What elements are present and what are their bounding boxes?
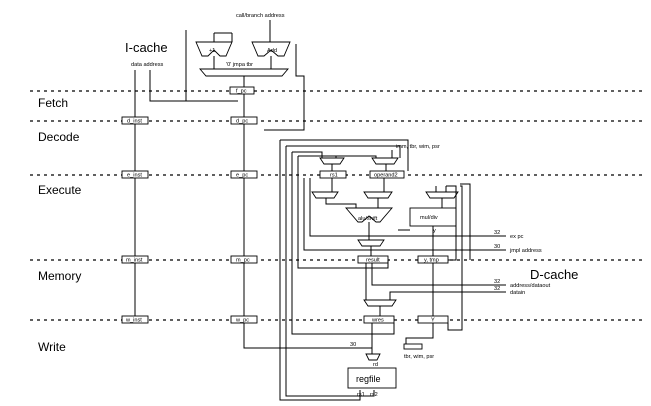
wire — [292, 151, 323, 158]
wire — [325, 198, 379, 208]
wire — [285, 146, 375, 397]
reg-operand2 — [369, 170, 405, 179]
jmpl-label: jmpl address — [509, 248, 542, 254]
write-width: 30 — [350, 342, 356, 348]
dcache-title: D-cache — [530, 267, 578, 282]
reg-e-pc-label: e_pc — [236, 173, 248, 179]
wire — [371, 263, 506, 286]
wire — [149, 70, 186, 102]
datain-label: datain — [510, 290, 525, 296]
address-width: 32 — [494, 279, 500, 285]
adder-add — [251, 41, 291, 57]
icache-title: I-cache — [125, 40, 168, 55]
fetch-mux — [199, 68, 289, 77]
fetch-mux-inputs: '0' jmpa tbr — [226, 62, 253, 68]
wire — [331, 164, 387, 171]
mux-alu-b — [363, 191, 393, 199]
reg-d-pc-label: d_pc — [236, 119, 248, 125]
mul-div-y-label: y — [433, 228, 436, 234]
wire — [297, 156, 389, 269]
data-address-label: data address — [131, 62, 164, 68]
wire — [213, 32, 233, 42]
stage-label-execute: Execute — [38, 183, 82, 197]
regfile-rs1-label: rs1 — [357, 392, 365, 398]
reg-wres-label: wres — [371, 318, 384, 324]
wire — [280, 139, 409, 171]
reg-y-tmp-label: y, tmp — [424, 258, 439, 264]
mul-div-label: mul/div — [420, 215, 438, 221]
reg-w-pc — [230, 315, 258, 324]
reg-rs1 — [319, 170, 347, 179]
wire — [279, 140, 361, 401]
wire — [447, 185, 463, 331]
wire — [432, 198, 443, 256]
call-branch-label: call/branch address — [236, 13, 285, 19]
reg-f-pc — [229, 86, 255, 95]
wire — [213, 56, 272, 69]
special-regs — [403, 343, 423, 350]
reg-m-pc-label: m_pc — [236, 258, 250, 264]
stage-label-write: Write — [38, 340, 66, 354]
alu-shift-label: alu/shift — [358, 216, 378, 222]
mux-alu-out — [357, 239, 385, 247]
datain-width: 32 — [494, 286, 500, 292]
reg-f-pc-label: f_pc — [236, 89, 247, 95]
special-regs-label: tbr, wim, psr — [404, 354, 434, 360]
regfile — [347, 367, 397, 389]
stage-label-memory: Memory — [38, 269, 81, 283]
wire — [291, 152, 395, 335]
reg-operand2-label: operand2 — [374, 173, 398, 179]
reg-e-inst — [121, 170, 149, 179]
reg-m-inst — [121, 255, 149, 264]
mux-muldiv — [425, 191, 459, 199]
stage-label-fetch: Fetch — [38, 96, 68, 110]
reg-e-pc — [230, 170, 258, 179]
stage-label-decode: Decode — [38, 130, 80, 144]
alu-shift — [345, 207, 393, 223]
wire — [309, 178, 506, 237]
reg-rs1-label: rs1 — [330, 173, 338, 179]
mux-rd — [365, 353, 381, 361]
reg-y-write-label: Y — [431, 318, 435, 324]
reg-wres — [363, 315, 395, 324]
reg-w-inst-label: w_inst — [125, 318, 142, 324]
reg-w-pc-label: w_pc — [235, 318, 249, 324]
wire — [298, 155, 377, 158]
mux-rs1-a — [319, 157, 345, 165]
reg-m-inst-label: m_inst — [126, 258, 143, 264]
adder-plus-one — [195, 41, 233, 57]
imm-label: imm, tbr, wim, psr — [396, 144, 440, 150]
ex-pc-label: ex pc — [510, 234, 524, 240]
jmpl-width: 30 — [494, 244, 500, 250]
wire — [303, 178, 506, 251]
wire — [435, 183, 471, 260]
address-label: address/dataout — [510, 283, 551, 289]
adder-plus-one-label: +1 — [209, 48, 215, 54]
regfile-rd-label: rd — [373, 362, 378, 368]
wire — [286, 145, 401, 158]
wire — [264, 44, 305, 131]
reg-result-label: result — [366, 258, 380, 264]
regfile-label: regfile — [356, 374, 381, 384]
wire — [331, 178, 385, 192]
mux-alu-a — [311, 191, 339, 199]
reg-w-inst — [121, 315, 149, 324]
reg-d-inst-label: d_inst — [127, 119, 142, 125]
adder-add-label: Add — [267, 48, 277, 54]
reg-e-inst-label: e_inst — [127, 173, 142, 179]
wire — [243, 94, 372, 349]
wire — [365, 263, 381, 316]
mux-write — [363, 299, 397, 307]
reg-result — [357, 255, 389, 264]
wire — [446, 185, 457, 261]
mux-op2-a — [371, 157, 399, 165]
ex-pc-width: 32 — [494, 230, 500, 236]
reg-m-pc — [230, 255, 258, 264]
wire — [389, 291, 506, 300]
